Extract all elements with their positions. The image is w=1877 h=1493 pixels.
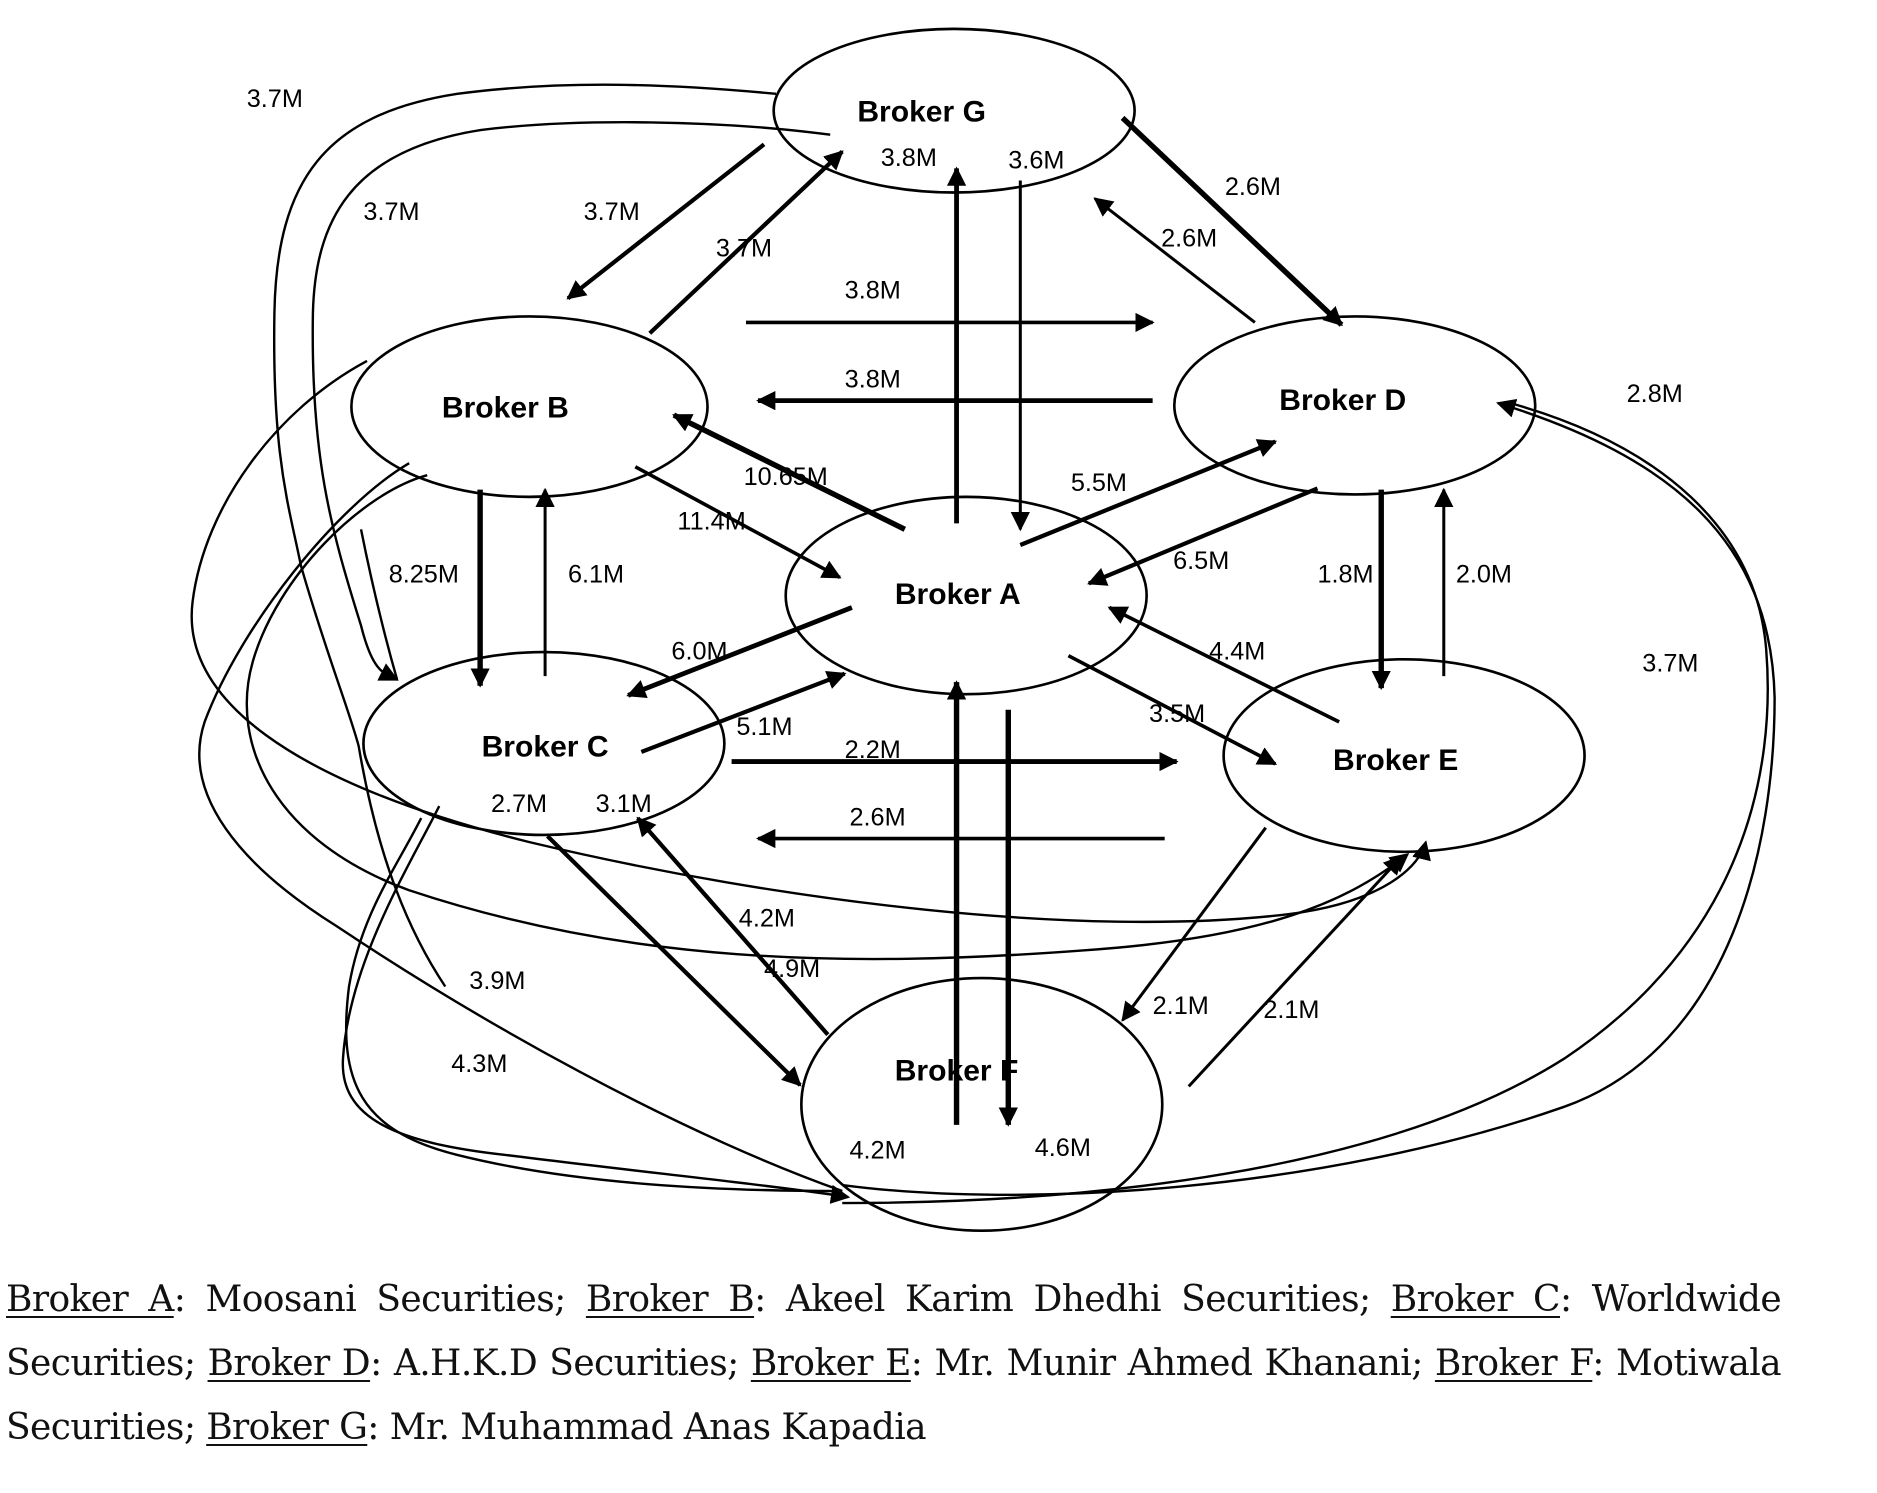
curve-f-right-outer [842,398,1776,1196]
curve-c-bottom-loop [245,474,1410,961]
edge-label: 8.25M [389,560,459,588]
node-label-a: Broker A [895,578,1021,611]
edge-label: 10.65M [744,463,828,491]
curve-d-right-outer [842,401,1769,1205]
node-broker-f[interactable]: Broker F [800,976,1164,1233]
edge-a-to-e [1067,654,1278,766]
edge-d-to-g [1093,197,1256,324]
edge-label: 4.2M [739,904,795,932]
edge-label: 2.2M [845,736,901,764]
caption-name-f: Motiwala Securities [6,1343,1782,1448]
caption-key-f: Broker F [1434,1343,1593,1384]
edge-label: 5.5M [1071,469,1127,497]
edge-label: 4.2M [849,1137,905,1165]
edge-label: 3.8M [845,276,901,304]
edge-label: 6.5M [1173,547,1229,575]
edge-label: 3.7M [363,198,419,226]
edge-label: 3.7M [1642,649,1698,677]
edge-label: 3.8M [845,365,901,393]
nodes: Broker G Broker B Broker D Broker A Brok… [350,27,1586,1233]
edge-label: 2.6M [849,803,905,831]
edge-a-to-d [1019,439,1278,547]
edge-g-to-b [566,142,766,301]
edge-f-to-e [1187,855,1403,1088]
node-label-g: Broker G [857,96,986,129]
caption-key-d: Broker D [207,1343,371,1384]
edge-d-to-a [1087,486,1319,586]
edge-a-to-c [626,605,853,698]
node-label-d: Broker D [1279,384,1406,417]
edge-label: 4.6M [1035,1134,1091,1162]
edge-label: 2.8M [1627,380,1683,408]
edge-c-to-a [640,670,847,754]
edge-b-to-a [634,465,842,580]
edge-label: 2.6M [1225,173,1281,201]
node-label-e: Broker E [1333,744,1458,777]
edge-label: 4.4M [1209,637,1265,665]
edge-label: 4.3M [451,1050,507,1078]
edge-g-to-d [1120,115,1344,327]
caption-key-a: Broker A [6,1279,174,1320]
curve-left-to-f-b [345,817,843,1193]
legend-caption: Broker A: Moosani Securities; Broker B: … [6,1279,1782,1448]
caption-name-a: Moosani Securities [205,1279,555,1320]
curve-g-arrow-in [359,529,399,681]
node-broker-e[interactable]: Broker E [1222,657,1586,854]
edge-label: 6.0M [671,637,727,665]
curve-b-loop-left [190,359,1431,924]
edge-b-to-g [648,150,844,335]
edge-labels: 3.7M 3.7M 3.7M 3.7M 3.8M 3.6M 2.6M 2.6M … [247,85,1699,1164]
node-broker-c[interactable]: Broker C [362,650,726,837]
edge-label: 2.7M [491,790,547,818]
edge-label: 2.1M [1263,996,1319,1024]
edge-label: 1.8M [1317,560,1373,588]
node-broker-d[interactable]: Broker D [1172,315,1537,496]
edge-label: 2.1M [1153,992,1209,1020]
edge-label: 2.0M [1456,560,1512,588]
edge-label: 3.9M [469,967,525,995]
caption-key-c: Broker C [1390,1279,1561,1320]
edge-label: 3.1M [596,790,652,818]
edge-label: 4.9M [764,955,820,983]
node-label-c: Broker C [482,731,609,764]
node-broker-a[interactable]: Broker A [784,495,1148,696]
edge-label: 11.4M [677,507,745,535]
edge-label: 6.1M [568,560,624,588]
edges [470,115,1454,1127]
caption-name-g: Mr. Muhammad Anas Kapadia [389,1407,927,1448]
edge-c-to-f [546,834,802,1087]
caption-name-c: Worldwide Securities [6,1279,1782,1384]
outer-curves [190,83,1776,1205]
curve-left-to-f-a [198,462,843,1193]
node-label-f: Broker F [895,1054,1019,1087]
caption-key-g: Broker G [206,1407,368,1448]
edge-label: 5.1M [736,713,792,741]
edge-label: 3.6M [1008,146,1064,174]
curve-c-to-f-outer [341,805,851,1204]
edge-label: 2.6M [1161,225,1217,253]
caption-key-b: Broker B [585,1279,755,1320]
edge-label: 3.5M [1149,700,1205,728]
caption-name-d: A.H.K.D Securities [393,1343,728,1384]
edge-label: 3.7M [716,234,772,262]
curve-g-inner-left [311,121,831,681]
caption-name-b: Akeel Karim Dhedhi Securities [785,1279,1360,1320]
node-broker-g[interactable]: Broker G [772,27,1136,194]
edge-e-to-a [1107,605,1340,724]
edge-a-to-b [672,412,907,532]
edge-label: 3.8M [881,144,937,172]
caption-key-e: Broker E [750,1343,912,1384]
curve-g-outer-left [272,83,777,988]
edge-f-to-c [636,816,830,1037]
edge-e-to-f [1121,826,1267,1022]
node-broker-b[interactable]: Broker B [350,315,709,499]
caption-name-e: Mr. Munir Ahmed Khanani [934,1343,1412,1384]
edge-label: 3.7M [584,198,640,226]
edge-label: 3.7M [247,85,303,113]
node-label-b: Broker B [442,391,569,424]
